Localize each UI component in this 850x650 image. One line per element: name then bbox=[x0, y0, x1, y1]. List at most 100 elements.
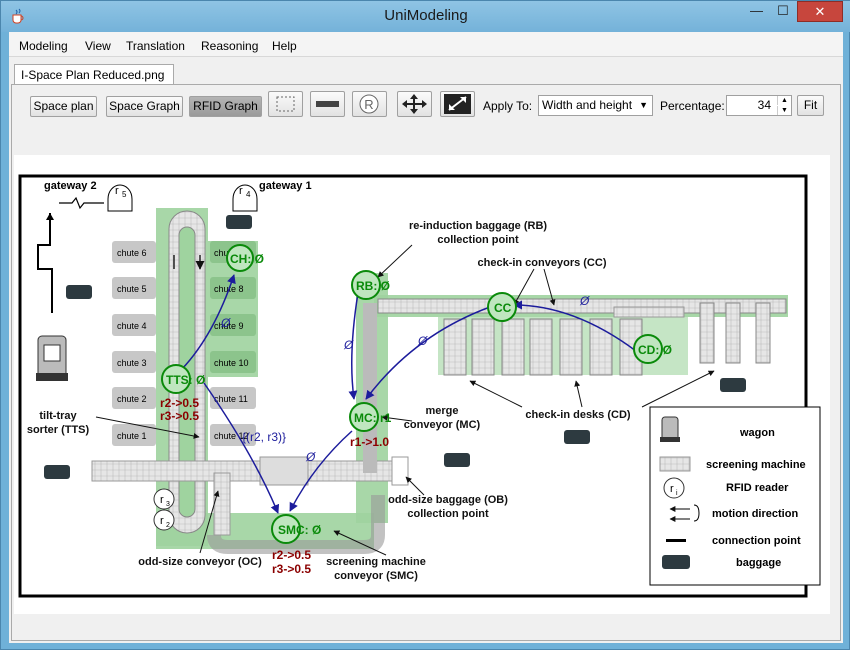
svg-text:screening machine: screening machine bbox=[326, 556, 426, 568]
tab-panel: Space plan Space Graph RFID Graph R bbox=[11, 84, 841, 641]
apply-to-select[interactable]: Width and height ▼ bbox=[538, 95, 653, 116]
svg-text:r: r bbox=[160, 515, 164, 527]
rfid-edges bbox=[181, 274, 637, 514]
space-graph-button[interactable]: Space Graph bbox=[106, 96, 183, 117]
svg-text:Ø: Ø bbox=[579, 294, 590, 308]
chute-11-label: chute 11 bbox=[214, 394, 248, 404]
percentage-spinner[interactable]: 34 ▲ ▼ bbox=[726, 95, 792, 116]
java-cup-icon bbox=[12, 8, 24, 24]
resize-icon bbox=[444, 94, 471, 114]
chute-1-label: chute 1 bbox=[117, 431, 147, 441]
svg-text:r: r bbox=[239, 185, 243, 197]
select-region-button[interactable] bbox=[268, 91, 303, 117]
svg-text:screening machine: screening machine bbox=[706, 459, 806, 471]
legend-baggage-icon bbox=[662, 555, 690, 569]
smc-belt bbox=[207, 495, 385, 554]
menu-bar: Modeling View Translation Reasoning Help bbox=[9, 32, 843, 57]
vertical-scrollbar[interactable] bbox=[832, 155, 840, 614]
svg-text:CC: CC bbox=[494, 301, 512, 315]
reader-tool-button[interactable]: R bbox=[352, 91, 387, 117]
floor-plan-frame bbox=[18, 174, 808, 598]
chutes-left: chute 6 chute 5 chute 4 chute 3 chute 2 … bbox=[112, 241, 156, 446]
node-cc bbox=[487, 292, 517, 322]
tab-ispace-plan[interactable]: I-Space Plan Reduced.png bbox=[14, 64, 174, 85]
svg-text:sorter (TTS): sorter (TTS) bbox=[27, 424, 90, 436]
chute-10-label: chute 10 bbox=[214, 358, 249, 368]
svg-text:i: i bbox=[676, 490, 678, 497]
maximize-button[interactable]: ☐ bbox=[777, 3, 789, 18]
baggage-icons bbox=[44, 215, 746, 479]
minimize-button[interactable]: — bbox=[750, 3, 763, 18]
svg-text:tilt-tray: tilt-tray bbox=[39, 410, 77, 422]
percentage-label: Percentage: bbox=[660, 99, 725, 113]
svg-text:r3->0.5: r3->0.5 bbox=[272, 562, 311, 576]
svg-text:Ø: Ø bbox=[305, 450, 316, 464]
chute-5-label: chute 5 bbox=[117, 284, 147, 294]
svg-text:Ø: Ø bbox=[343, 338, 354, 352]
legend-motion-icon bbox=[669, 504, 700, 522]
menu-help[interactable]: Help bbox=[272, 39, 297, 53]
node-mc bbox=[349, 402, 379, 432]
svg-text:CH: Ø: CH: Ø bbox=[230, 252, 264, 266]
menu-translation[interactable]: Translation bbox=[126, 39, 185, 53]
spinner-down-icon[interactable]: ▼ bbox=[777, 106, 791, 115]
svg-text:MC: r1: MC: r1 bbox=[354, 411, 392, 425]
chute-9-label: chute 9 bbox=[214, 321, 244, 331]
svg-text:2: 2 bbox=[166, 522, 170, 529]
svg-text:re-induction baggage (RB): re-induction baggage (RB) bbox=[409, 220, 547, 232]
svg-text:collection point: collection point bbox=[437, 234, 519, 246]
gateway-1-label: gateway 1 bbox=[259, 180, 312, 192]
set-label: {(r2, r3)} bbox=[242, 430, 286, 444]
svg-text:odd-size baggage (OB): odd-size baggage (OB) bbox=[388, 494, 508, 506]
move-tool-button[interactable] bbox=[397, 91, 432, 117]
space-plan-button[interactable]: Space plan bbox=[30, 96, 97, 117]
node-labels: CH: Ø TTS: Ø RB: Ø CC CD: Ø MC: r1 SMC: … bbox=[166, 252, 672, 537]
ob-collection-point bbox=[391, 456, 409, 486]
move-arrows-icon bbox=[402, 94, 427, 114]
svg-text:motion direction: motion direction bbox=[712, 508, 798, 520]
entrance-path bbox=[37, 213, 53, 313]
fit-button[interactable]: Fit bbox=[797, 95, 824, 116]
connection-tool-button[interactable] bbox=[310, 91, 345, 117]
spinner-up-icon[interactable]: ▲ bbox=[777, 96, 791, 105]
graph-nodes bbox=[161, 244, 663, 544]
apply-to-value: Width and height bbox=[542, 98, 633, 112]
check-in-desks bbox=[443, 302, 771, 376]
title-bar[interactable]: UniModeling — ☐ ✕ bbox=[1, 1, 850, 32]
wagon-icon bbox=[36, 335, 68, 381]
rfid-graph-button[interactable]: RFID Graph bbox=[189, 96, 262, 117]
svg-text:r1->1.0: r1->1.0 bbox=[350, 435, 389, 449]
menu-view[interactable]: View bbox=[85, 39, 111, 53]
annotations: re-induction baggage (RB) collection poi… bbox=[27, 220, 631, 582]
close-button[interactable]: ✕ bbox=[797, 1, 843, 22]
resize-tool-button[interactable] bbox=[440, 91, 475, 117]
menu-reasoning[interactable]: Reasoning bbox=[201, 39, 259, 53]
screening-machine bbox=[259, 456, 309, 486]
svg-text:merge: merge bbox=[425, 405, 458, 417]
edge-labels: Ø Ø Ø Ø Ø {(r2, r3)} bbox=[220, 294, 590, 464]
odd-size-conveyor bbox=[91, 460, 393, 482]
svg-text:check-in desks (CD): check-in desks (CD) bbox=[525, 409, 630, 421]
node-ch bbox=[226, 244, 254, 272]
svg-text:TTS: Ø: TTS: Ø bbox=[166, 373, 205, 387]
svg-text:RB: Ø: RB: Ø bbox=[356, 279, 390, 293]
chute-12-label: chute 12 bbox=[214, 431, 249, 441]
menu-modeling[interactable]: Modeling bbox=[19, 39, 68, 53]
svg-text:SMC: Ø: SMC: Ø bbox=[278, 523, 321, 537]
svg-text:odd-size conveyor (OC): odd-size conveyor (OC) bbox=[138, 556, 262, 568]
chute-3-label: chute 3 bbox=[117, 358, 147, 368]
window-title: UniModeling bbox=[384, 7, 468, 24]
node-smc bbox=[271, 514, 301, 544]
gateway-2-label: gateway 2 bbox=[44, 180, 97, 192]
svg-text:3: 3 bbox=[166, 501, 170, 508]
svg-text:check-in conveyors (CC): check-in conveyors (CC) bbox=[478, 257, 607, 269]
svg-text:r3->0.5: r3->0.5 bbox=[160, 409, 199, 423]
percentage-value: 34 bbox=[757, 98, 771, 112]
